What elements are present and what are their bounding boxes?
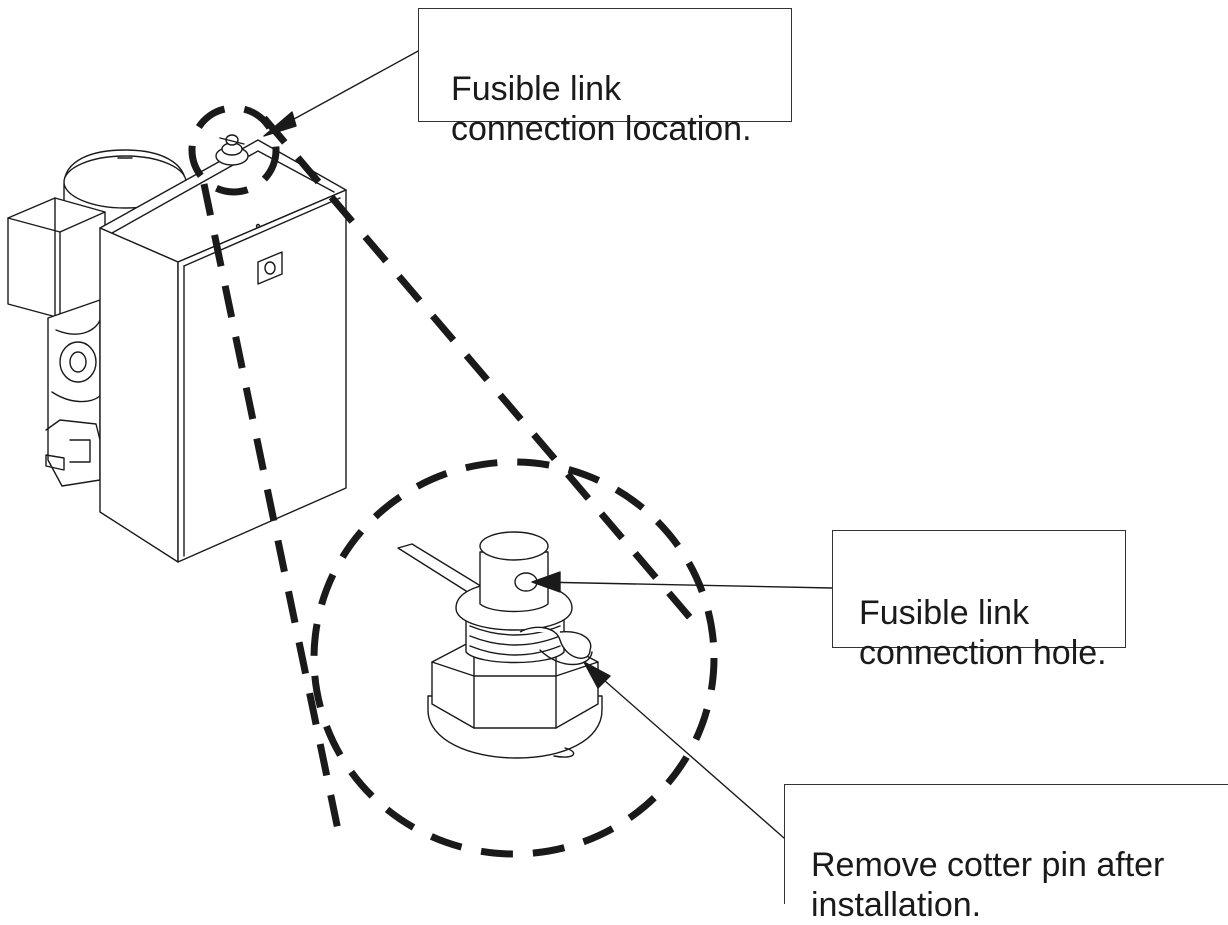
callout-fusible-link-location: Fusible link connection location.	[418, 8, 792, 148]
top-valve-small	[215, 134, 249, 166]
callout-fusible-link-location-text: Fusible link connection location.	[451, 70, 752, 148]
callout-remove-cotter-pin-text: Remove cotter pin after installation.	[811, 846, 1165, 924]
valve-detail	[397, 531, 603, 759]
arrowhead-hole	[531, 571, 561, 593]
callout-fusible-link-hole-text: Fusible link connection hole.	[859, 594, 1107, 672]
diagram-canvas	[7, 49, 833, 858]
detail-circle-small	[188, 104, 280, 196]
zoom-line-left	[200, 183, 342, 831]
motor-assembly	[7, 149, 187, 487]
arrowhead-cotter	[583, 661, 611, 689]
leader-line-hole	[537, 581, 833, 589]
arrowhead-top	[263, 111, 297, 137]
zoom-line-right	[261, 115, 695, 623]
callout-fusible-link-hole: Fusible link connection hole.	[832, 530, 1126, 672]
leader-line-cotter	[587, 665, 785, 839]
callout-remove-cotter-pin: Remove cotter pin after installation.	[784, 784, 1228, 924]
detail-circle-large	[310, 458, 718, 858]
leader-line-top	[273, 49, 421, 131]
cabinet	[99, 139, 347, 563]
